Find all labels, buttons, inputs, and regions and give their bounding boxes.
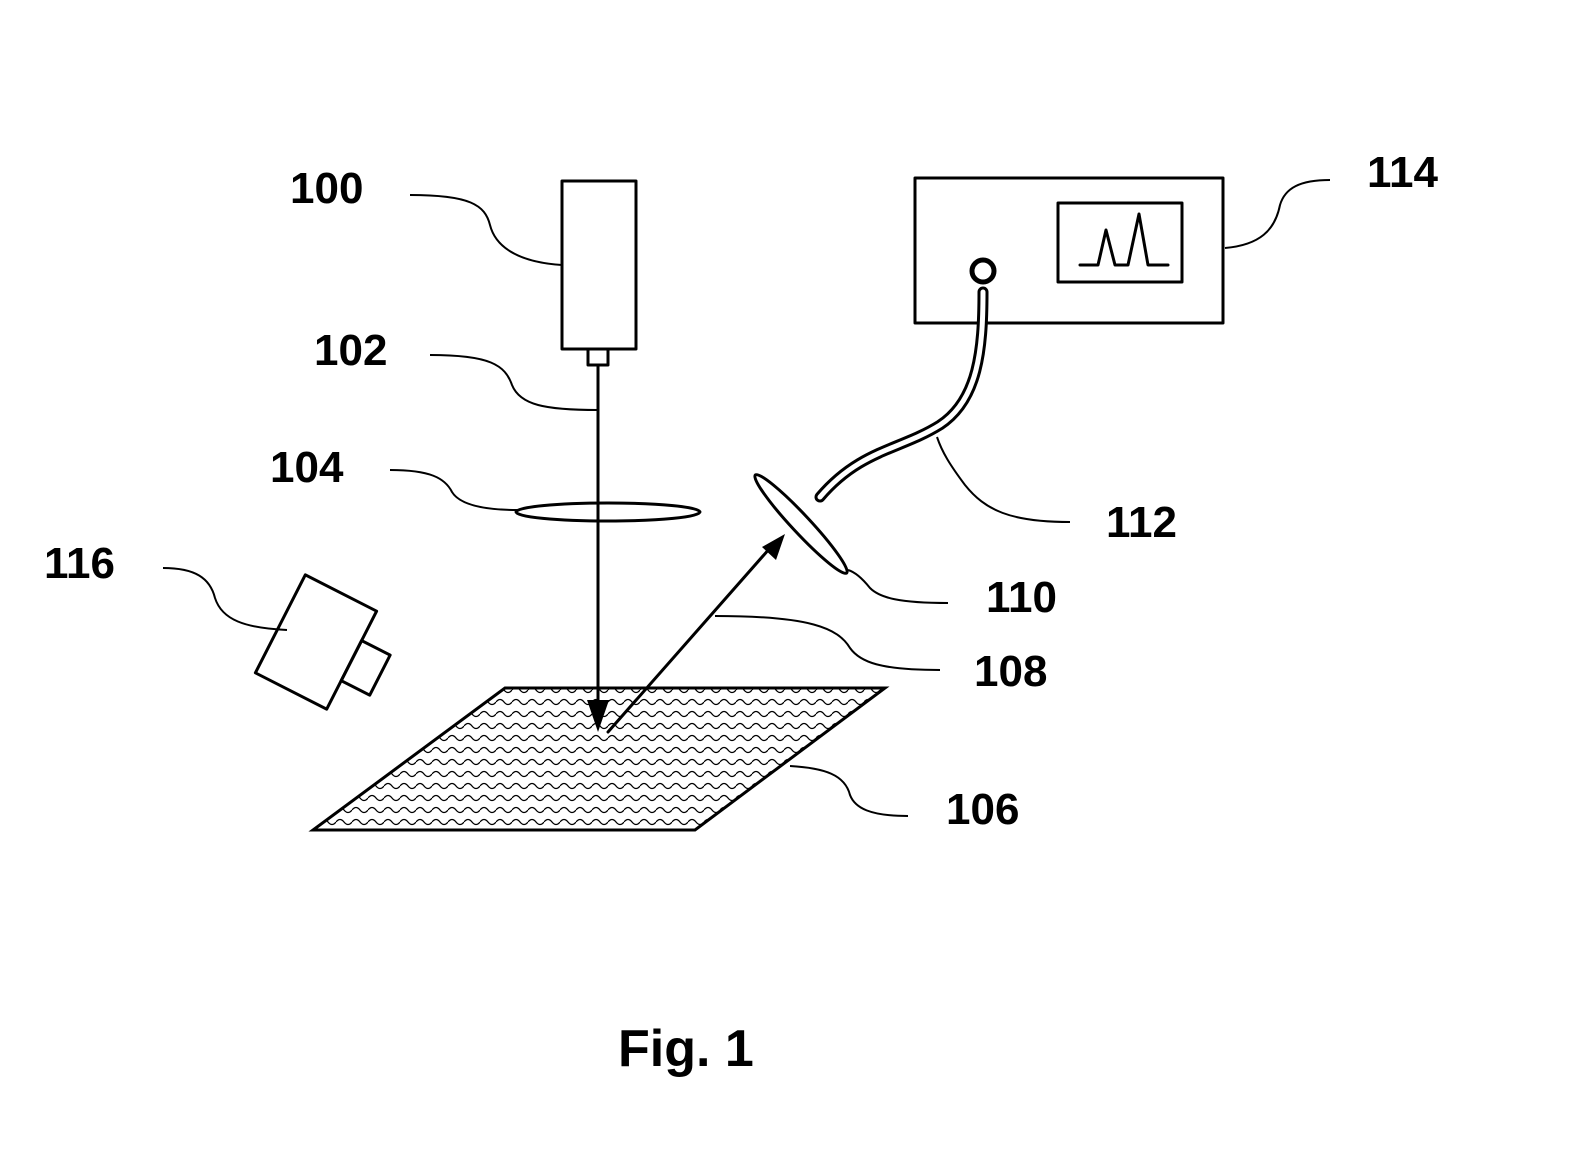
- leader-110: [848, 570, 948, 603]
- leader-114: [1225, 180, 1330, 248]
- label-102: 102: [314, 326, 387, 375]
- emitted-light-arrowhead: [762, 534, 785, 560]
- leader-104: [390, 470, 518, 510]
- label-116: 116: [44, 539, 115, 588]
- label-104: 104: [270, 443, 344, 492]
- leader-108: [715, 616, 940, 670]
- spectrometer-display: [1058, 203, 1182, 282]
- leader-106: [790, 766, 908, 816]
- leader-100: [410, 195, 562, 265]
- camera: [255, 575, 405, 724]
- focusing-lens: [516, 503, 700, 521]
- spectrometer: [915, 178, 1223, 323]
- leader-102: [430, 355, 598, 410]
- label-110: 110: [986, 573, 1057, 622]
- label-106: 106: [946, 785, 1019, 834]
- leader-116: [163, 568, 287, 630]
- laser-aperture: [588, 349, 608, 365]
- fiber-port-icon: [972, 260, 994, 282]
- leader-112: [937, 437, 1070, 522]
- label-114: 114: [1367, 148, 1439, 197]
- laser-source: [562, 181, 636, 365]
- laser-body: [562, 181, 636, 349]
- figure-caption: Fig. 1: [618, 1020, 754, 1078]
- label-108: 108: [974, 647, 1047, 696]
- camera-lens: [341, 641, 390, 696]
- spectrometer-body: [915, 178, 1223, 323]
- spectrum-peaks-icon: [1080, 214, 1168, 265]
- label-112: 112: [1106, 498, 1177, 547]
- label-100: 100: [290, 164, 363, 213]
- sample-surface: [313, 688, 885, 830]
- laser-beam: [587, 365, 609, 732]
